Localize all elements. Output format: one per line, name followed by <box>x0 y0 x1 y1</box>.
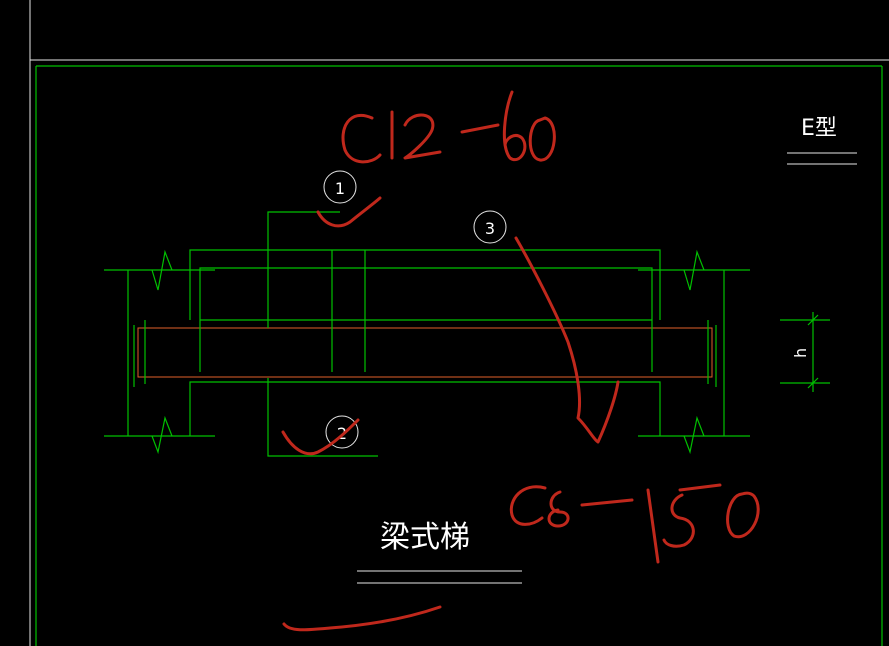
dimension-label: h <box>791 348 810 358</box>
marker-3: 3 <box>473 210 507 244</box>
type-label-group: E型 <box>787 116 857 165</box>
hw-check-2 <box>281 418 360 456</box>
bottom-rebar <box>189 381 661 436</box>
dim-tick-bottom <box>807 377 819 389</box>
break-left-top-zigzag <box>151 249 173 291</box>
hw-arrow-3 <box>514 236 620 444</box>
hw-top-0 <box>528 116 556 162</box>
beam-section <box>133 320 717 387</box>
break-right-top-zigzag <box>683 249 705 291</box>
leader-2 <box>267 378 378 457</box>
drawing-frame <box>29 0 889 646</box>
hw-top-2 <box>403 113 442 160</box>
bottom-bar-upper <box>189 381 661 390</box>
annotation-top-rebar: C12-60 <box>450 79 454 81</box>
marker-1-label: 1 <box>335 179 345 198</box>
hw-bottom-5-top <box>678 483 722 492</box>
beam-outline <box>137 327 713 378</box>
break-right-bottom-zigzag <box>683 415 705 455</box>
annotation-bottom-rebar: C8-150 <box>640 599 644 601</box>
hw-bottom-1 <box>646 488 660 564</box>
leader-lines <box>267 211 378 457</box>
marker-1: 1 <box>323 170 357 204</box>
hw-check-1 <box>316 196 382 228</box>
hw-top-6 <box>502 90 527 162</box>
hw-bottom-0 <box>726 491 760 539</box>
dimension-h: h <box>780 312 830 392</box>
leader-1 <box>267 211 340 328</box>
hw-bottom-dash <box>580 498 634 507</box>
hw-bottom-8 <box>547 490 570 528</box>
hw-bottom-C <box>509 485 547 526</box>
type-label: E型 <box>801 116 837 141</box>
break-left-bottom-zigzag <box>151 415 173 455</box>
drawing-title: 梁式梯 <box>380 520 470 555</box>
top-bar-upper <box>189 249 661 320</box>
marker-2-circle <box>325 415 359 449</box>
handwritten-annotations <box>281 90 760 632</box>
break-lines-left <box>104 249 215 455</box>
top-bar-inner <box>199 267 653 332</box>
hw-top-C <box>341 113 382 164</box>
marker-1-circle <box>323 170 357 204</box>
hw-top-dash <box>460 123 500 134</box>
hw-title-underline <box>282 605 442 632</box>
break-lines-right <box>638 249 750 455</box>
top-rebar <box>189 249 661 372</box>
drawing-title-group: 梁式梯 <box>357 520 522 584</box>
marker-3-label: 3 <box>485 219 495 238</box>
hw-bottom-5 <box>662 493 695 548</box>
marker-3-circle <box>473 210 507 244</box>
dim-tick-top <box>807 314 819 326</box>
